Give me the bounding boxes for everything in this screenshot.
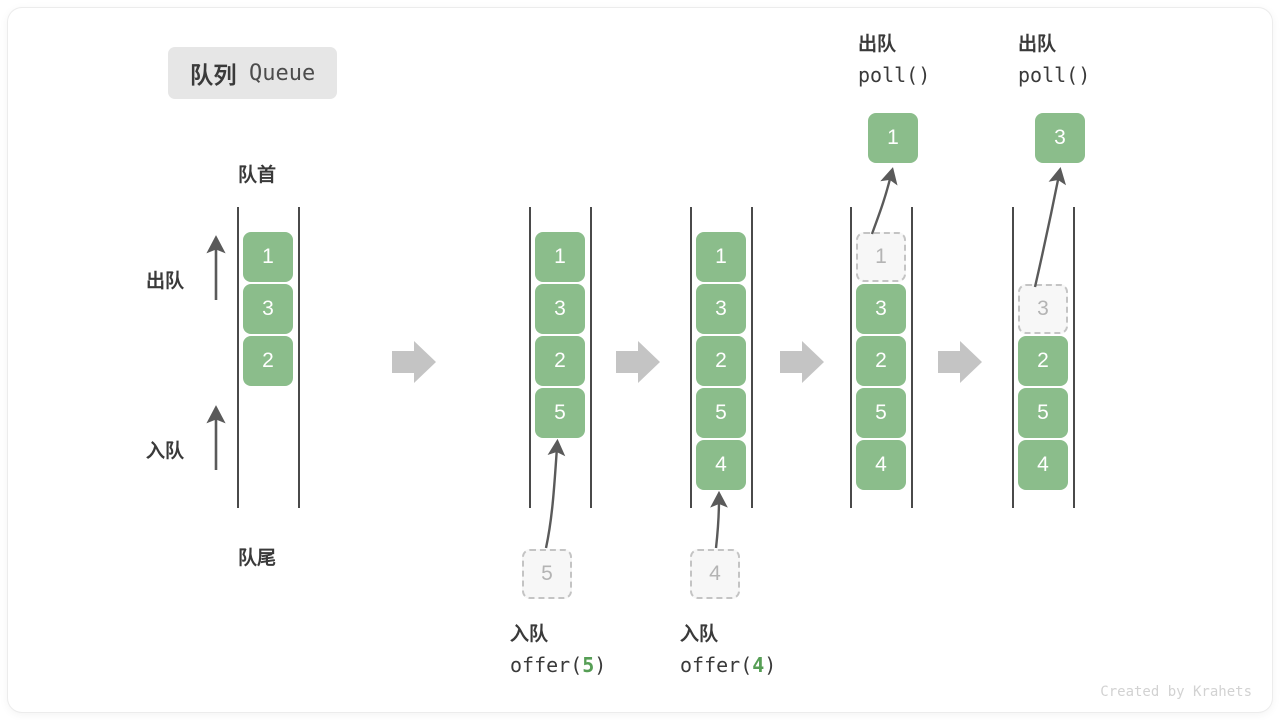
queue-head-label: 队首 xyxy=(238,165,277,186)
pending-cell-4: 4 xyxy=(690,549,740,599)
queue-cell: 2 xyxy=(856,336,906,386)
queue-cell: 4 xyxy=(856,440,906,490)
queue-column-first-poll: 1 3 2 5 4 xyxy=(850,207,913,508)
operation-offer-4-value: 4 xyxy=(752,653,765,677)
queue-rail-left xyxy=(690,207,692,508)
operation-offer-4-label: 入队 xyxy=(680,624,719,645)
queue-cell: 5 xyxy=(1018,388,1068,438)
operation-offer-4-code: offer(4) xyxy=(680,653,777,677)
operation-offer-5: 入队 offer(5) xyxy=(510,620,606,680)
pending-cell-5: 5 xyxy=(522,549,572,599)
queue-rail-right xyxy=(751,207,753,508)
queue-cell: 3 xyxy=(856,284,906,334)
queue-rail-left xyxy=(529,207,531,508)
queue-cell: 5 xyxy=(535,388,585,438)
diagram-card xyxy=(8,8,1272,712)
queue-cell: 2 xyxy=(696,336,746,386)
queue-column-initial: 1 3 2 xyxy=(237,207,300,508)
diagram-title-chip: 队列 Queue xyxy=(168,47,338,99)
operation-offer-5-label: 入队 xyxy=(510,624,549,645)
queue-rail-left xyxy=(850,207,852,508)
queue-cell: 1 xyxy=(243,232,293,282)
enqueue-direction-label: 入队 xyxy=(146,441,185,462)
queue-cell: 5 xyxy=(856,388,906,438)
queue-cell: 2 xyxy=(1018,336,1068,386)
queue-tail-label: 队尾 xyxy=(238,548,277,569)
queue-cell: 3 xyxy=(696,284,746,334)
queue-rail-right xyxy=(1073,207,1075,508)
queue-cell: 1 xyxy=(696,232,746,282)
operation-poll-2: 出队 poll() xyxy=(1018,30,1090,90)
credit-label: Created by Krahets xyxy=(1100,684,1252,700)
queue-cell: 1 xyxy=(535,232,585,282)
queue-cell-ghost: 1 xyxy=(856,232,906,282)
operation-poll-1: 出队 poll() xyxy=(858,30,930,90)
queue-column-after-offer-4: 1 3 2 5 4 xyxy=(690,207,753,508)
dequeue-direction-label: 出队 xyxy=(146,271,185,292)
popped-cell-1: 1 xyxy=(868,113,918,163)
queue-rail-right xyxy=(911,207,913,508)
queue-cell: 3 xyxy=(535,284,585,334)
popped-cell-2: 3 xyxy=(1035,113,1085,163)
queue-cell: 4 xyxy=(1018,440,1068,490)
queue-rail-left xyxy=(237,207,239,508)
queue-cell-ghost: 3 xyxy=(1018,284,1068,334)
operation-poll-1-label: 出队 xyxy=(858,34,897,55)
title-label-cn: 队列 xyxy=(190,62,237,88)
queue-rail-right xyxy=(590,207,592,508)
queue-cell: 2 xyxy=(535,336,585,386)
operation-poll-2-code: poll() xyxy=(1018,63,1091,87)
queue-cell: 2 xyxy=(243,336,293,386)
operation-offer-5-code: offer(5) xyxy=(510,653,607,677)
queue-cell: 4 xyxy=(696,440,746,490)
queue-column-second-poll: 3 2 5 4 xyxy=(1012,207,1075,508)
operation-poll-2-label: 出队 xyxy=(1018,34,1057,55)
title-label-en: Queue xyxy=(249,60,316,86)
queue-column-after-offer-5: 1 3 2 5 xyxy=(529,207,592,508)
queue-rail-right xyxy=(298,207,300,508)
operation-offer-5-value: 5 xyxy=(582,653,595,677)
queue-cell: 3 xyxy=(243,284,293,334)
operation-offer-4: 入队 offer(4) xyxy=(680,620,776,680)
queue-rail-left xyxy=(1012,207,1014,508)
queue-cell: 5 xyxy=(696,388,746,438)
operation-poll-1-code: poll() xyxy=(858,63,931,87)
